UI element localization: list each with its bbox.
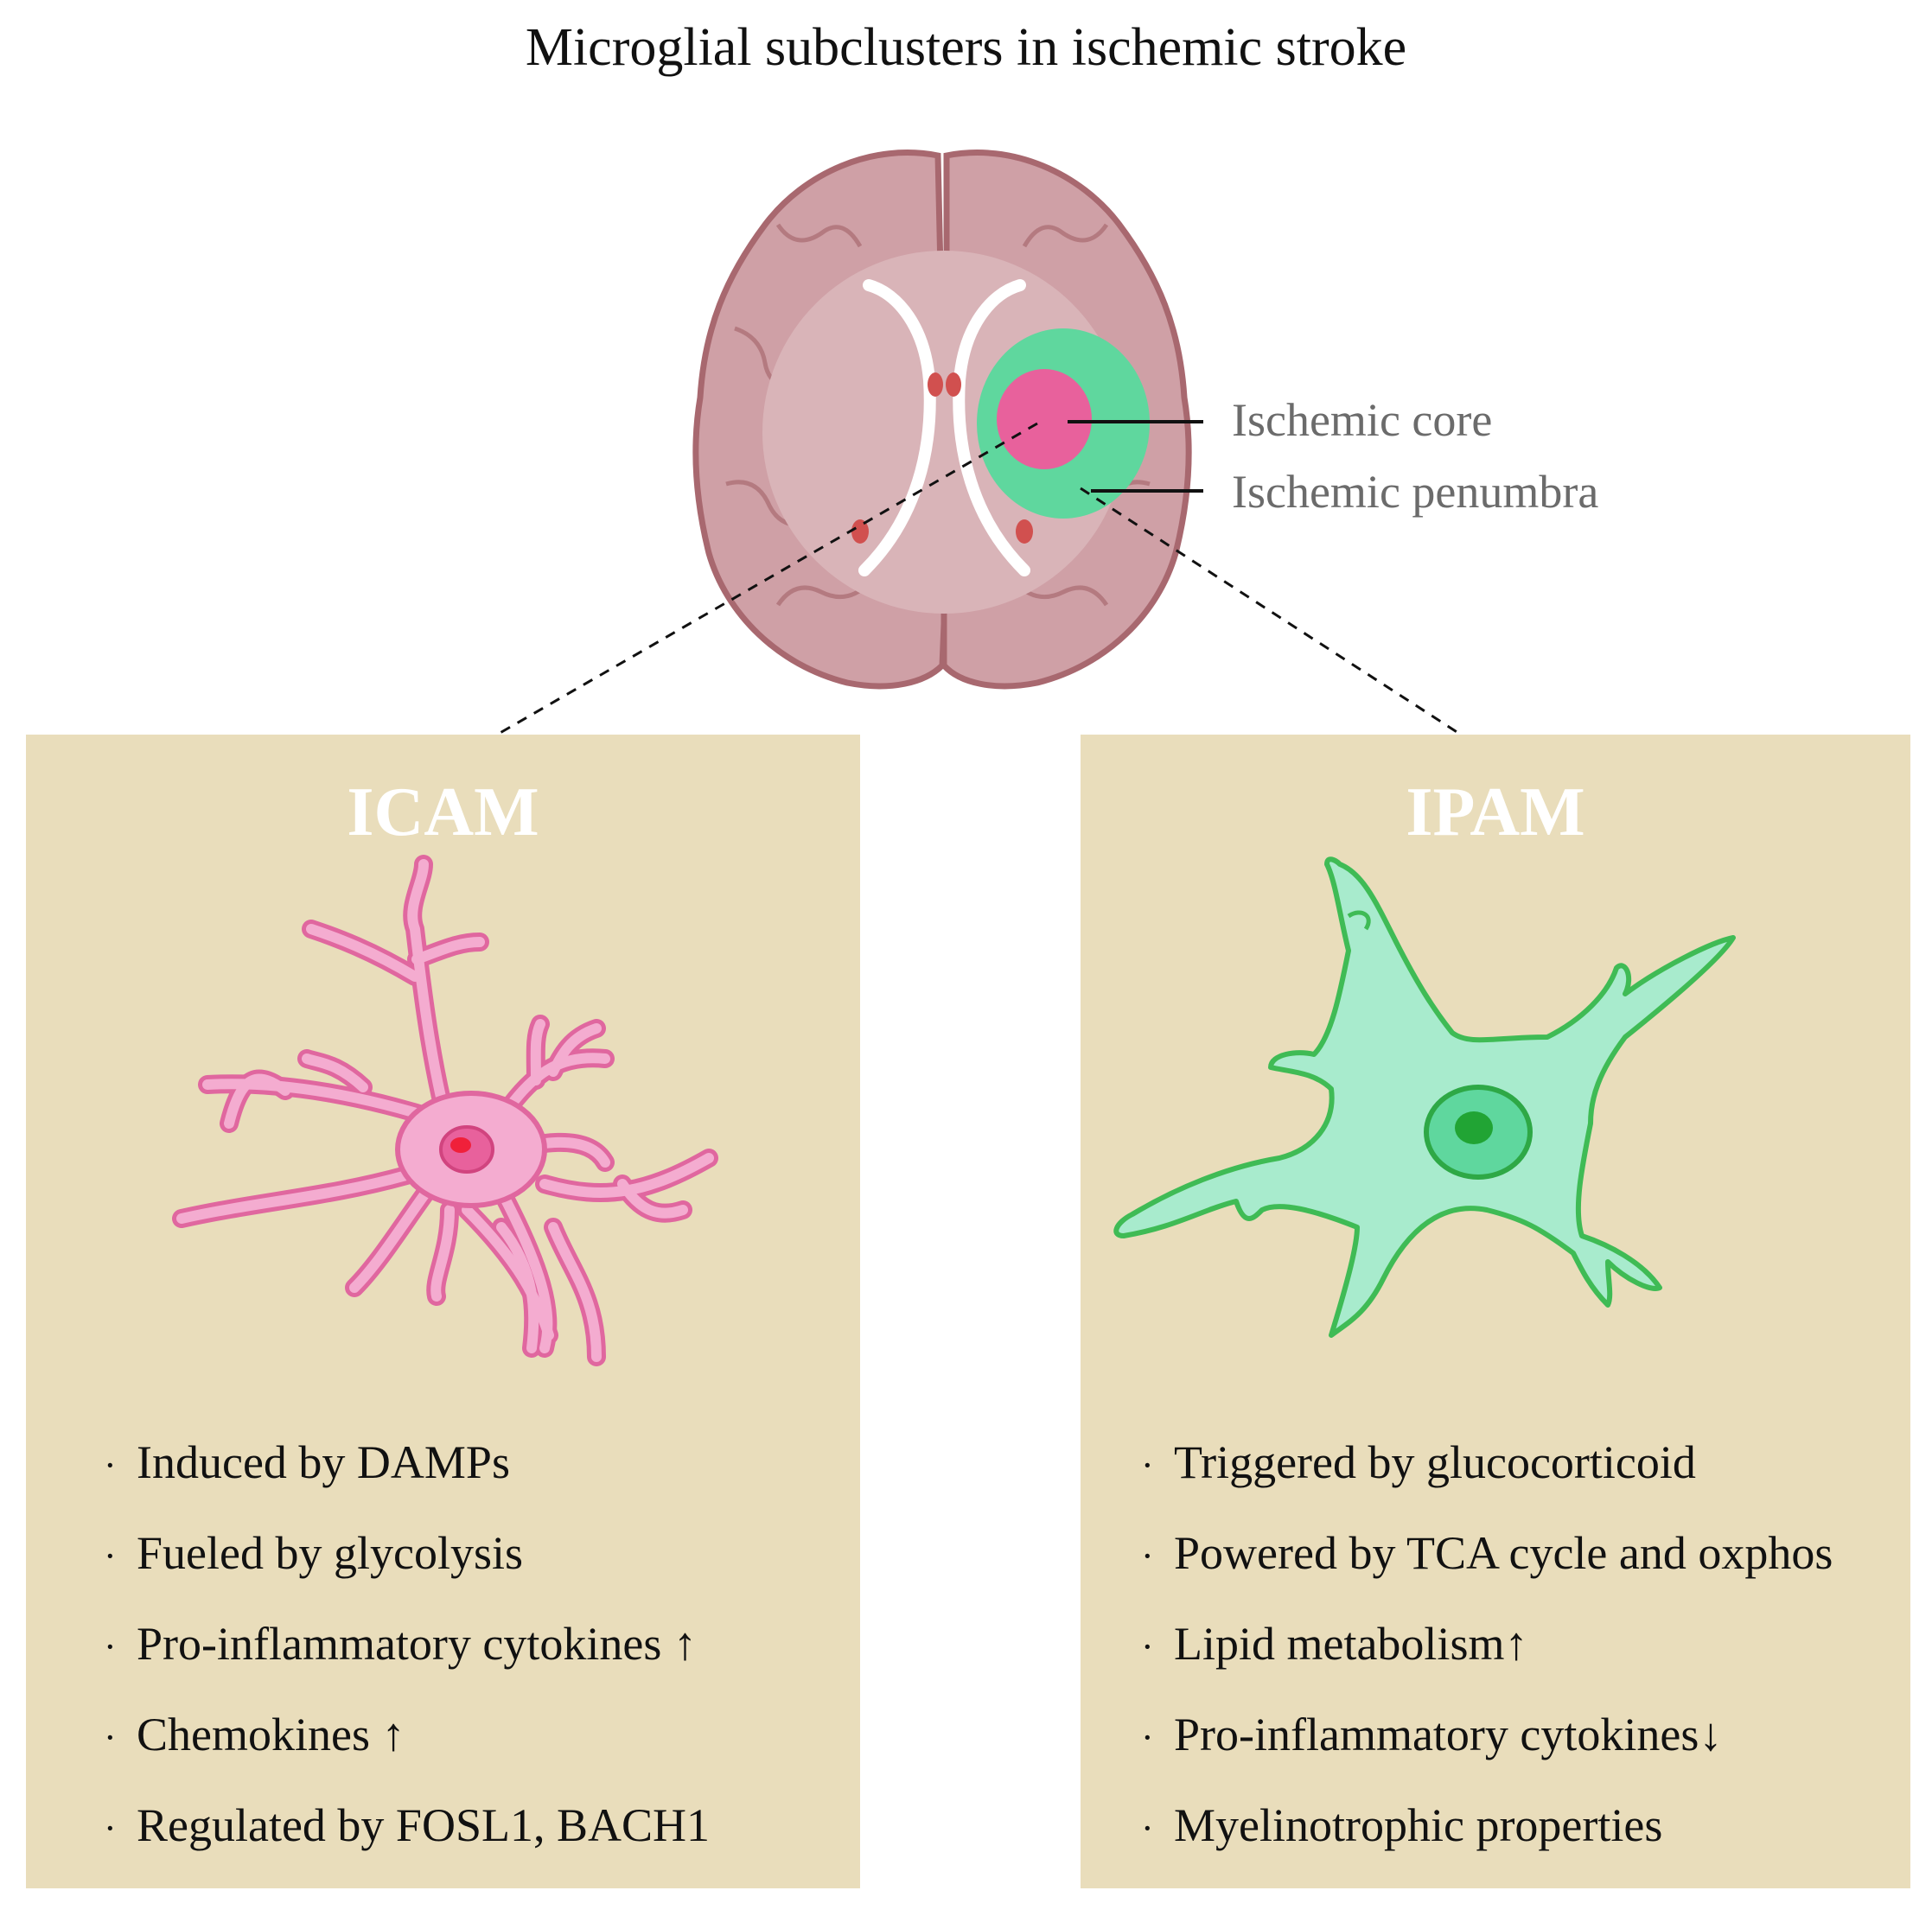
list-item: · Pro-inflammatory cytokines ↑ [104,1599,710,1690]
core-label: Ischemic core [1232,394,1493,446]
list-item: · Lipid metabolism↑ [1141,1599,1833,1690]
bullet-icon: · [1141,1626,1154,1668]
feature-text: Lipid metabolism↑ [1174,1618,1528,1670]
bullet-icon: · [104,1535,117,1577]
bullet-icon: · [104,1444,117,1486]
feature-text: Pro-inflammatory cytokines ↑ [137,1618,697,1670]
feature-text: Pro-inflammatory cytokines↓ [1174,1709,1723,1760]
list-item: · Fueled by glycolysis [104,1508,710,1599]
vessel-mark [1016,519,1033,544]
gyri-left [725,223,870,607]
feature-text: Regulated by FOSL1, BACH1 [137,1799,711,1851]
feature-text: Triggered by glucocorticoid [1174,1436,1696,1488]
bullet-icon: · [1141,1716,1154,1759]
list-item: · Chemokines ↑ [104,1690,710,1780]
bullet-icon: · [104,1807,117,1849]
bullet-icon: · [104,1626,117,1668]
bullet-icon: · [1141,1807,1154,1849]
feature-text: Myelinotrophic properties [1174,1799,1663,1851]
penumbra-label: Ischemic penumbra [1232,466,1599,518]
icam-microglia-icon [172,855,718,1366]
feature-text: Powered by TCA cycle and oxphos [1174,1527,1833,1579]
bullet-icon: · [1141,1535,1154,1577]
list-item: · Induced by DAMPs [104,1417,710,1508]
vessel-mark [851,519,869,544]
icam-title: ICAM [347,774,539,850]
core-zone [997,369,1092,469]
list-item: · Triggered by glucocorticoid [1141,1417,1833,1508]
figure-title: Microglial subclusters in ischemic strok… [525,18,1407,77]
vessel-mark [928,372,943,397]
bullet-icon: · [104,1716,117,1759]
connector-to-icam [496,422,1038,736]
list-item: · Pro-inflammatory cytokines↓ [1141,1690,1833,1780]
feature-text: Induced by DAMPs [137,1436,510,1488]
ipam-panel: IPAM · Triggered by glucocorticoid · Power… [1081,735,1910,1888]
icam-feature-list: ·Induced by DAMPs ·Fueled by glycolysis … [104,1417,710,1871]
feature-text: Fueled by glycolysis [137,1527,523,1579]
list-item: · Regulated by FOSL1, BACH1 [104,1780,710,1871]
brain-illustration [692,150,1192,690]
icam-panel: ICAM · Induced by DAMPs · Fueled by glycol… [26,735,860,1888]
vessel-mark [946,372,961,397]
ipam-microglia-icon [1113,856,1736,1338]
list-item: · Myelinotrophic properties [1141,1780,1833,1871]
bullet-icon: · [1141,1444,1154,1486]
list-item: · Powered by TCA cycle and oxphos [1141,1508,1833,1599]
ipam-feature-list: · Triggered by glucocorticoid · Powered by… [1141,1417,1833,1871]
ipam-title: IPAM [1406,774,1585,850]
feature-text: Chemokines ↑ [137,1709,405,1760]
